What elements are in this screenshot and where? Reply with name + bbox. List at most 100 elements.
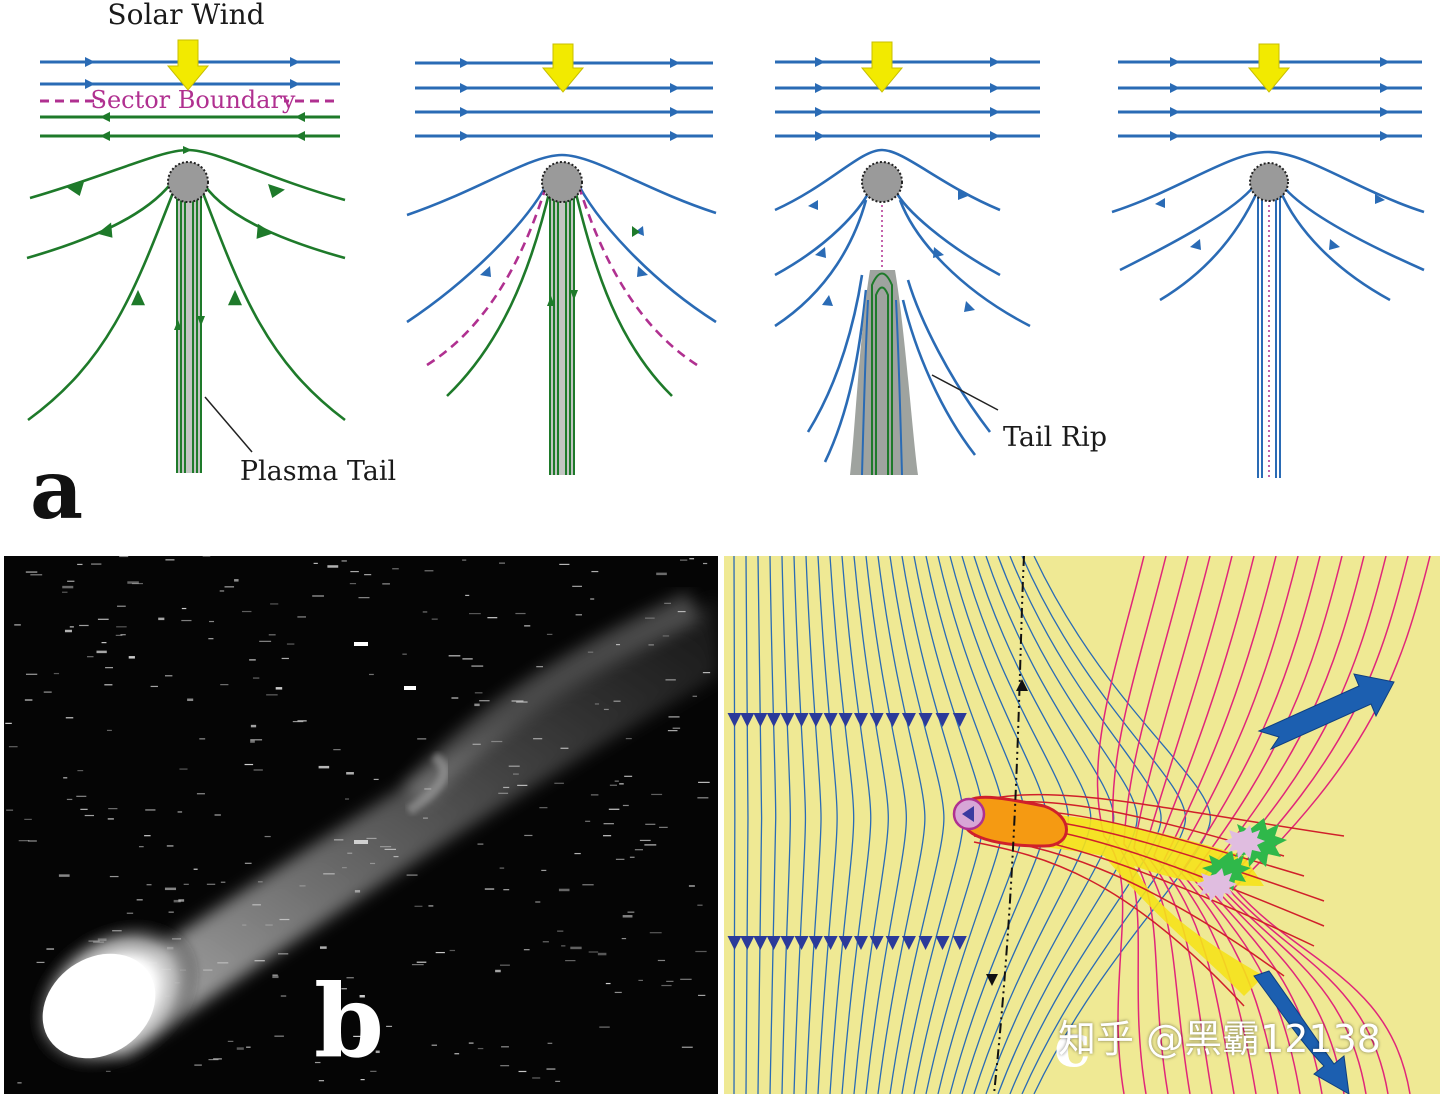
field-line: [997, 556, 1138, 1094]
arrowhead: [780, 936, 795, 950]
solar-wind-arrow: [860, 41, 904, 93]
tail-rip-label: Tail Rip: [1003, 422, 1107, 453]
arrowhead: [935, 936, 950, 950]
panel-c: c: [724, 556, 1440, 1094]
field-line: [793, 556, 807, 1094]
plasma-tail: [549, 185, 575, 475]
arrowhead: [808, 713, 823, 727]
flow-arrow-lower: [1253, 970, 1350, 1094]
arrowheads: [547, 290, 578, 306]
panel-c-letter: c: [1054, 1011, 1091, 1081]
arrowhead: [727, 713, 742, 727]
field-line: [1021, 556, 1187, 1094]
pointer-line: [204, 396, 253, 453]
arrowheads: [815, 57, 1000, 141]
comet-nucleus: [167, 161, 209, 203]
arrowhead: [766, 713, 781, 727]
field-line: [781, 556, 791, 1094]
field-line: [745, 556, 749, 1094]
comet-nucleus: [1249, 162, 1289, 202]
arrowhead: [823, 713, 838, 727]
field-line: [1009, 556, 1162, 1094]
arrowhead: [885, 936, 900, 950]
solar-wind-arrow: [541, 43, 585, 93]
arrowhead: [853, 713, 868, 727]
panel-a-letter: a: [30, 442, 83, 538]
arrowhead: [794, 936, 809, 950]
tail-field-lines: [1257, 178, 1281, 478]
arrowhead: [901, 713, 916, 727]
field-line: [817, 556, 838, 1094]
panel-c-svg: c: [724, 556, 1440, 1094]
arrowhead: [740, 713, 755, 727]
arrowheads: [1155, 194, 1385, 250]
comet-photo: b: [4, 556, 718, 1094]
field-line: [853, 556, 889, 1094]
arrowhead: [885, 713, 900, 727]
solar-wind-label: Solar Wind: [107, 0, 264, 31]
arrowhead: [753, 936, 768, 950]
arrowhead: [918, 936, 933, 950]
reconnection-sites: [1196, 818, 1287, 902]
field-line: [841, 556, 872, 1094]
draped-field-lines: [1111, 150, 1425, 302]
solar-wind-arrow: [166, 39, 210, 91]
sector-boundary-label: Sector Boundary: [91, 86, 296, 114]
field-line: [829, 556, 855, 1094]
flow-arrow-upper: [1257, 673, 1395, 751]
plasma-tail-label: Plasma Tail: [240, 456, 396, 487]
stage-1: Solar Wind Sector Boundary: [26, 0, 396, 538]
panel-a: Solar Wind Sector Boundary: [26, 0, 1425, 538]
label-bg: [102, 86, 284, 114]
draped-field-lines: [26, 145, 346, 422]
comet-nucleus: [541, 161, 583, 203]
draped-field-lines: [406, 153, 717, 397]
arrowhead: [901, 936, 916, 950]
field-line: [1232, 556, 1431, 1094]
arrowhead: [753, 713, 768, 727]
comet-nucleus: [861, 161, 903, 203]
arrowhead: [838, 713, 853, 727]
arrowhead: [823, 936, 838, 950]
field-line: [757, 556, 763, 1094]
bow-shock-line: [993, 556, 1025, 1094]
panel-a-svg: Solar Wind Sector Boundary: [26, 0, 1425, 538]
field-line: [805, 556, 822, 1094]
arrowhead: [918, 713, 933, 727]
arrowhead: [952, 713, 967, 727]
tail-blue-lines: [861, 299, 903, 476]
arrowhead: [838, 936, 853, 950]
arrowhead: [780, 713, 795, 727]
solar-wind-arrow: [1247, 43, 1291, 93]
arrowhead: [794, 713, 809, 727]
solar-wind-field-lines: [775, 60, 1040, 138]
field-line: [985, 556, 1115, 1094]
arrowhead: [869, 713, 884, 727]
panel-b-letter: b: [314, 962, 384, 1080]
arrowhead: [952, 936, 967, 950]
tail-kink: [406, 752, 450, 816]
stage-4: [1111, 43, 1425, 478]
arrowhead: [727, 936, 742, 950]
ripped-tail: [850, 270, 918, 475]
stage-2: [406, 43, 717, 475]
field-line: [769, 556, 777, 1094]
watermark: 知乎 @黑霸12138: [1058, 1017, 1381, 1061]
blue-arrowheads: [727, 713, 967, 950]
field-line: [877, 556, 926, 1094]
field-line: [733, 556, 736, 1094]
ion-tail: [974, 813, 1264, 996]
draped-field-lines: [774, 148, 1031, 463]
pointer-line: [931, 374, 999, 411]
field-line: [889, 556, 945, 1094]
arrowhead: [935, 713, 950, 727]
arrowhead: [869, 936, 884, 950]
arrowhead: [766, 936, 781, 950]
stage-3: Tail Rip: [774, 41, 1107, 476]
comet-head: [42, 953, 156, 1059]
arrowhead: [632, 226, 640, 237]
field-line: [1033, 556, 1212, 1094]
arrowheads: [174, 316, 205, 330]
arrowhead: [853, 936, 868, 950]
